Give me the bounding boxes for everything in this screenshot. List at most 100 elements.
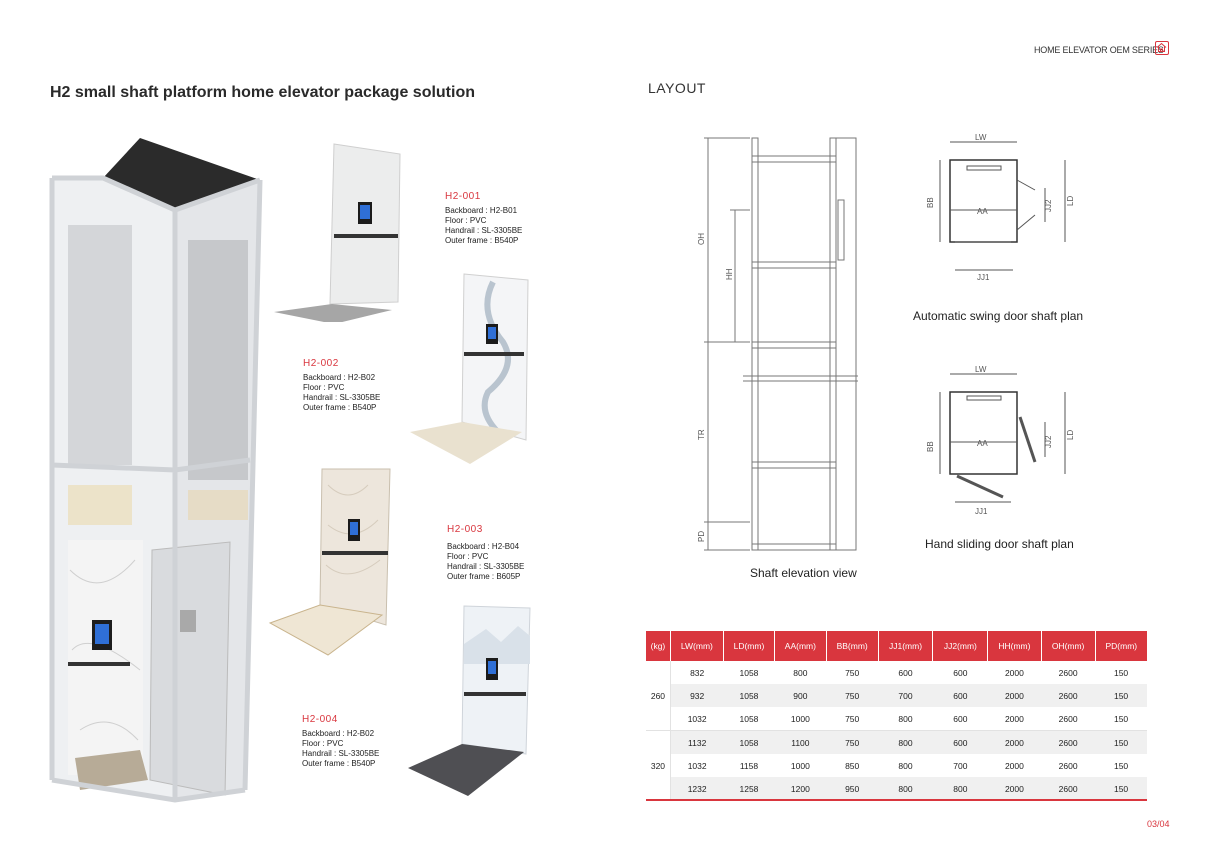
table-cell: 1032: [687, 760, 707, 771]
table-cell: 150: [1113, 713, 1129, 724]
table-cell: 1258: [723, 777, 775, 800]
load-cell: 260: [646, 661, 671, 731]
table-cell: 1158: [739, 760, 759, 771]
table-header-row: (kg) LW(mm) LD(mm) AA(mm) BB(mm) JJ1(mm)…: [646, 631, 1147, 661]
jj2-label: JJ2: [1044, 435, 1053, 448]
tr-label: TR: [697, 429, 706, 440]
table-cell: 750: [826, 730, 879, 754]
table-cell: 150: [1095, 730, 1147, 754]
col-header: JJ1(mm): [878, 631, 934, 661]
spec-outer-frame: Outer frame : B605P: [447, 572, 521, 581]
table-cell: 150: [1113, 760, 1129, 771]
table-cell: 750: [845, 667, 860, 678]
table-row: 1032 1058 1000 750 800 600 2000 2600 150: [646, 707, 1147, 731]
table-cell: 600: [932, 684, 988, 707]
spec-backboard: Backboard : H2-B02: [302, 729, 375, 738]
spec-handrail: Handrail : SL-3305BE: [447, 562, 525, 571]
table-cell: 2000: [987, 730, 1042, 754]
table-row: 932 1058 900 750 700 600 2000 2600 150: [646, 684, 1147, 707]
table-cell: 2600: [1058, 760, 1078, 771]
table-cell: 800: [878, 777, 933, 800]
table-cell: 950: [826, 777, 879, 800]
table-cell: 600: [953, 667, 968, 678]
spec-handrail: Handrail : SL-3305BE: [302, 749, 380, 758]
spec-backboard: Backboard : H2-B02: [303, 373, 376, 382]
spec-outer-frame: Outer frame : B540P: [302, 759, 376, 768]
bb-label: BB: [926, 441, 935, 452]
table-row: 260 832 1058 800 750 600 600 2000 2600 1…: [646, 661, 1147, 731]
oh-label: OH: [697, 233, 706, 245]
spec-floor: Floor : PVC: [303, 383, 345, 392]
table-cell: 800: [793, 667, 808, 678]
col-header: BB(mm): [826, 631, 879, 661]
table-cell: 600: [932, 730, 988, 754]
table-cell: 832: [690, 667, 705, 678]
table-cell: 1232: [670, 777, 724, 800]
table-cell: 150: [1113, 667, 1129, 678]
col-header: JJ2(mm): [932, 631, 989, 661]
spec-outer-frame: Outer frame : B540P: [445, 236, 519, 245]
table-cell: 2000: [1004, 713, 1024, 724]
table-cell: 932: [670, 684, 724, 707]
ld-label: LD: [1066, 430, 1075, 440]
table-row: 320 1132 1058 1100 750 800 600 2000 2600…: [646, 730, 1147, 800]
variant-spec: Backboard : H2-B04 Floor : PVC Handrail …: [447, 542, 524, 582]
table-cell: 2600: [1058, 713, 1078, 724]
aa-label: AA: [977, 439, 988, 448]
hh-label: HH: [725, 268, 734, 280]
bb-label: BB: [926, 197, 935, 208]
col-header: HH(mm): [987, 631, 1042, 661]
spec-handrail: Handrail : SL-3305BE: [303, 393, 381, 402]
table-cell: 800: [898, 760, 913, 771]
variant-spec: Backboard : H2-B02 Floor : PVC Handrail …: [303, 373, 380, 413]
layout-title: LAYOUT: [648, 80, 706, 96]
spec-table: (kg) LW(mm) LD(mm) AA(mm) BB(mm) JJ1(mm)…: [646, 631, 1147, 800]
variant-spec: Backboard : H2-B01 Floor : PVC Handrail …: [445, 206, 522, 246]
col-header: AA(mm): [774, 631, 827, 661]
spec-outer-frame: Outer frame : B540P: [303, 403, 377, 412]
table-cell: 150: [1095, 684, 1147, 707]
table-cell: 2600: [1041, 684, 1096, 707]
variant-code: H2-003: [447, 524, 483, 535]
variant-003-image: [268, 468, 391, 656]
table-cell: 1058: [723, 730, 775, 754]
table-cell: 2600: [1058, 667, 1078, 678]
elevation-caption: Shaft elevation view: [750, 566, 857, 580]
pd-label: PD: [697, 531, 706, 542]
variant-code: H2-004: [302, 714, 338, 725]
jj2-label: JJ2: [1044, 199, 1053, 212]
shaft-elevation-diagram: OH HH TR PD: [697, 137, 858, 551]
table-cell: 700: [878, 684, 933, 707]
swing-plan-caption: Automatic swing door shaft plan: [913, 309, 1084, 323]
spec-handrail: Handrail : SL-3305BE: [445, 226, 523, 235]
page-title: H2 small shaft platform home elevator pa…: [50, 84, 475, 101]
sliding-plan-caption: Hand sliding door shaft plan: [925, 537, 1074, 551]
col-header: LW(mm): [670, 631, 724, 661]
home-icon[interactable]: [1155, 41, 1169, 55]
swing-door-plan: LW AA JJ1 BB JJ2 LD: [926, 133, 1075, 282]
table-cell: 600: [953, 713, 968, 724]
jj1-label: JJ1: [977, 273, 990, 282]
variant-004-image: [408, 605, 531, 796]
variant-code: H2-001: [445, 191, 481, 202]
variant-spec: Backboard : H2-B02 Floor : PVC Handrail …: [302, 729, 379, 769]
table-cell: 2600: [1041, 777, 1096, 800]
table-cell: 1100: [774, 730, 827, 754]
table-cell: 1200: [774, 777, 827, 800]
table-cell: 750: [845, 713, 860, 724]
table-row: 1232 1258 1200 950 800 800 2000 2600 150: [646, 777, 1147, 800]
col-header: (kg): [646, 631, 671, 661]
ld-label: LD: [1066, 196, 1075, 206]
load-cell: 320: [646, 730, 671, 800]
sliding-door-plan: LW AA JJ1 BB JJ2 LD: [926, 365, 1075, 516]
table-cell: 750: [826, 684, 879, 707]
table-cell: 800: [898, 713, 913, 724]
series-label: HOME ELEVATOR OEM SERIES: [1034, 45, 1164, 55]
table-cell: 2000: [987, 684, 1042, 707]
spec-backboard: Backboard : H2-B01: [445, 206, 518, 215]
table-cell: 1000: [790, 760, 810, 771]
table-cell: 1058: [723, 684, 775, 707]
table-cell: 150: [1095, 777, 1147, 800]
variant-002-image: [410, 273, 529, 464]
lw-label: LW: [975, 365, 987, 374]
